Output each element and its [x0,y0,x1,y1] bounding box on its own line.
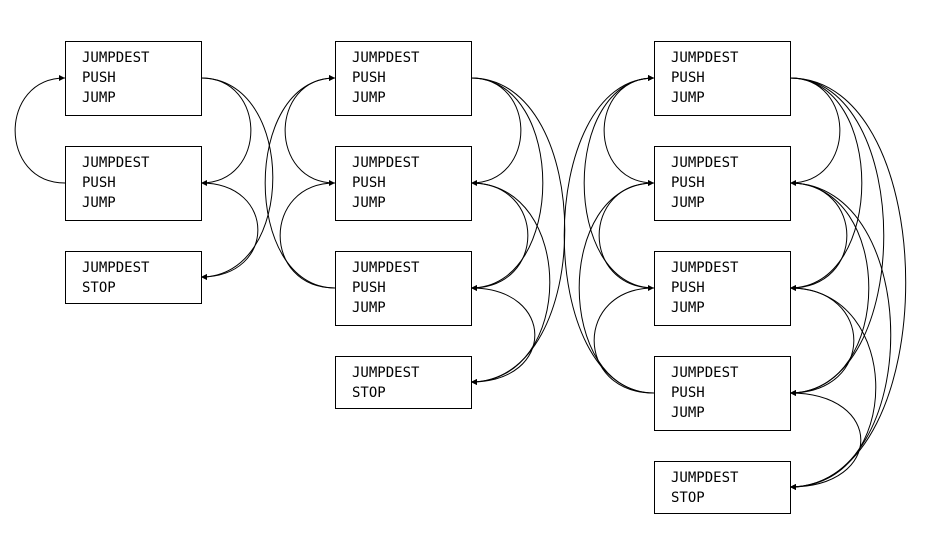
forward-jump-edge [470,77,566,385]
opcode-label: JUMPDEST [352,260,420,276]
forward-jump-edge [789,182,870,396]
opcode-label: PUSH [82,175,116,191]
forward-jump-edge [789,287,877,490]
block-frame [654,146,791,221]
opcode-label: PUSH [352,175,386,191]
opcode-label: JUMP [671,300,705,316]
basic-block: JUMPDEST PUSH JUMP [335,41,472,116]
opcode-label: JUMPDEST [82,50,150,66]
basic-block: JUMPDEST PUSH JUMP [335,146,472,221]
forward-jump-edge [470,182,529,291]
opcode-label: PUSH [352,70,386,86]
opcode-label: PUSH [671,385,705,401]
block-frame [335,146,472,221]
backward-jump-edge [598,180,655,289]
forward-jump-edge [470,77,544,291]
opcode-label: JUMPDEST [82,260,150,276]
forward-jump-edge [470,287,536,385]
block-frame [654,356,791,431]
basic-block: JUMPDEST PUSH JUMP [335,251,472,326]
opcode-label: JUMPDEST [671,50,739,66]
opcode-label: JUMPDEST [671,155,739,171]
opcode-label: JUMPDEST [671,470,739,486]
forward-jump-edge [789,182,892,490]
block-frame [65,146,202,221]
opcode-label: STOP [352,385,386,401]
basic-block: JUMPDEST STOP [654,461,791,514]
opcode-label: JUMP [352,90,386,106]
forward-jump-edge [789,77,885,396]
opcode-label: JUMP [352,300,386,316]
opcode-label: JUMPDEST [671,260,739,276]
backward-jump-edge [578,180,655,394]
block-frame [65,251,202,304]
opcode-label: PUSH [671,280,705,296]
opcode-label: PUSH [671,70,705,86]
opcode-label: PUSH [671,175,705,191]
basic-block: JUMPDEST STOP [65,251,202,304]
opcode-label: JUMP [671,90,705,106]
forward-jump-edge [200,77,274,280]
forward-jump-edge [200,77,252,186]
forward-jump-edge [470,182,551,385]
opcode-label: JUMPDEST [352,365,420,381]
block-frame [65,41,202,116]
opcode-label: JUMPDEST [352,50,420,66]
opcode-label: JUMPDEST [352,155,420,171]
backward-jump-edge [563,75,655,394]
opcode-label: JUMP [82,90,116,106]
block-frame [335,356,472,409]
basic-block: JUMPDEST STOP [335,356,472,409]
block-frame [654,251,791,326]
forward-jump-edge [470,77,522,186]
basic-block: JUMPDEST PUSH JUMP [654,41,791,116]
opcode-label: PUSH [82,70,116,86]
block-frame [335,41,472,116]
forward-jump-edge [789,287,855,396]
backward-jump-edge [264,75,336,289]
opcode-label: JUMP [352,195,386,211]
opcode-label: JUMPDEST [671,365,739,381]
basic-block: JUMPDEST PUSH JUMP [65,146,202,221]
backward-jump-edge [583,75,655,289]
block-frame [335,251,472,326]
backward-jump-edge [14,75,66,184]
blocks-layer: JUMPDESTPUSHJUMPJUMPDESTPUSHJUMPJUMPDEST… [65,41,791,514]
forward-jump-edge [200,182,259,280]
backward-jump-edge [284,75,336,184]
forward-jump-edge [789,77,907,490]
forward-jump-edge [789,392,862,490]
opcode-label: STOP [82,280,116,296]
forward-jump-edge [789,77,863,291]
basic-block: JUMPDEST PUSH JUMP [654,146,791,221]
opcode-label: PUSH [352,280,386,296]
basic-block: JUMPDEST PUSH JUMP [654,356,791,431]
opcode-label: STOP [671,490,705,506]
opcode-label: JUMP [671,195,705,211]
edges-layer [14,75,907,490]
forward-jump-edge [789,77,841,186]
backward-jump-edge [593,285,655,394]
basic-block: JUMPDEST PUSH JUMP [65,41,202,116]
block-frame [654,41,791,116]
opcode-label: JUMP [671,405,705,421]
backward-jump-edge [279,180,336,289]
opcode-label: JUMPDEST [82,155,150,171]
block-frame [654,461,791,514]
basic-block: JUMPDEST PUSH JUMP [654,251,791,326]
opcode-label: JUMP [82,195,116,211]
